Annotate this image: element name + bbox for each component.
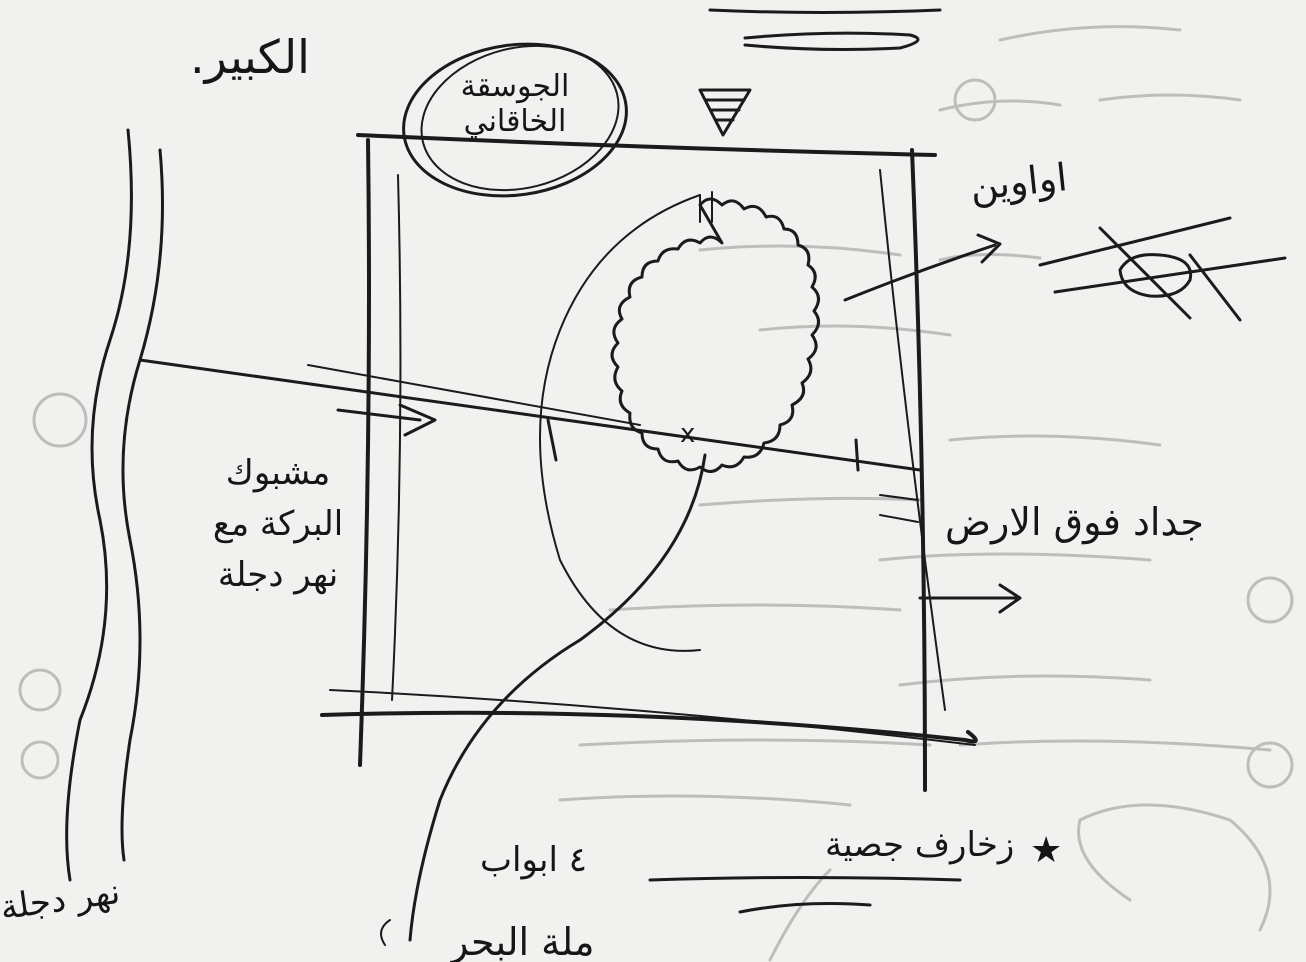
pool-inner-arc (539, 194, 701, 652)
label-circle-text: الجوسقة الخاقاني (460, 69, 570, 139)
pool-top-tick (699, 191, 713, 223)
enclosure-right-wall (910, 148, 927, 792)
iwan-plan-sketch (1038, 216, 1287, 322)
axis-line-2 (307, 364, 641, 426)
enclosure-left-wall (358, 138, 371, 767)
star-icon: ★ (1030, 830, 1063, 871)
stream-hook (380, 919, 391, 946)
label-platform: جداد فوق الارض (945, 500, 1204, 544)
caption-underline (648, 876, 962, 882)
label-decorations: زخارف جصية (825, 825, 1015, 865)
label-gates: ٤ ابواب (480, 840, 588, 880)
axis-line (138, 358, 922, 472)
label-top-left: الكبير. (190, 30, 310, 84)
enclosure-inner-left (391, 174, 402, 701)
label-circle-inner (420, 44, 620, 192)
arrow-icon (976, 233, 1002, 264)
enclosure-inner-right (879, 169, 946, 711)
pool-scalloped-outline (610, 197, 820, 473)
center-mark: x (680, 419, 695, 449)
river-bank-right (120, 148, 164, 862)
river-bank-left (65, 128, 133, 882)
pool-side-ticks (546, 418, 860, 472)
arrow-icon (998, 583, 1022, 614)
cone-icon (698, 88, 752, 137)
right-wall-ticks (879, 494, 919, 523)
arrow-icon (398, 403, 437, 437)
enclosure-bottom-wall (320, 710, 978, 744)
enclosure-inner-bottom (329, 689, 976, 746)
axis-arrow-shaft (336, 408, 422, 422)
top-underline (708, 8, 942, 14)
iwan-arrow-shaft (843, 243, 997, 302)
label-pool-river: مشبوك البركة مع نهر دجلة (212, 453, 344, 595)
caption-underline-2 (738, 902, 872, 914)
top-scribble (743, 31, 920, 51)
enclosure-top-wall (356, 133, 937, 157)
stream-curve (408, 453, 707, 942)
label-bottom-partial: ملة البحر (450, 920, 595, 962)
